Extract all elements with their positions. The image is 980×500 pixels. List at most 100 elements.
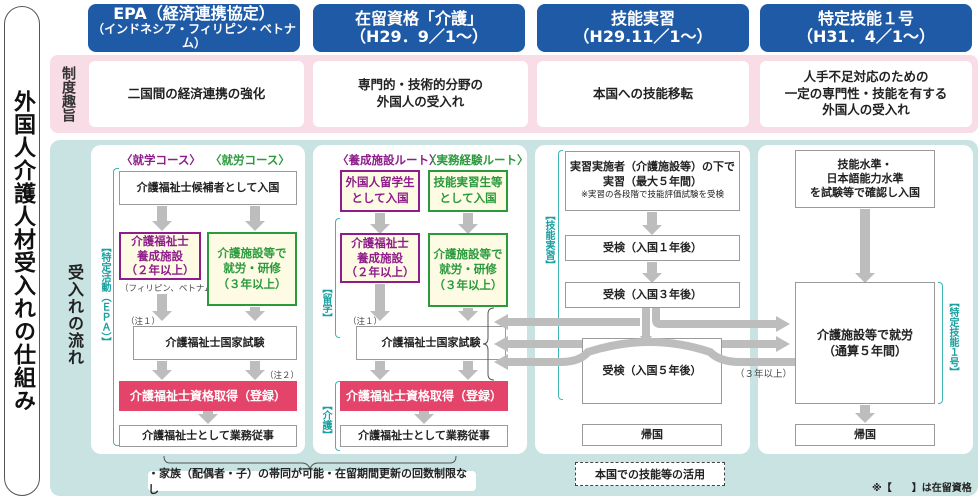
course-work-label: 〈就労コース〉 <box>210 153 290 167</box>
arrow-down-icon <box>152 294 172 321</box>
column-title: 技能実習 <box>610 8 675 28</box>
epa-qualify-box: 介護福祉士資格取得（登録） <box>119 381 297 411</box>
purpose-care: 専門的・技術的分野の 外国人の受入れ <box>313 61 528 127</box>
arrow-to-ssw-upper <box>652 308 778 328</box>
purpose-label-text: 制度趣旨 <box>60 66 76 122</box>
trainee-start-box: 実習実施者（介護施設等）の下で 実習（最大５年間） ※実習の各段階で技能評価試験… <box>565 151 740 211</box>
status-label-trainee: 【技能実習】 <box>541 210 556 273</box>
transfer-note: （３年以上） <box>735 369 793 380</box>
home-use-box: 本国での技能等の活用 <box>575 462 725 486</box>
column-title: EPA（経済連携協定） <box>113 4 275 23</box>
arrow-down-icon <box>245 361 265 380</box>
arrow-down-icon <box>370 213 390 234</box>
side-title: 外国人介護人材受入れの仕組み <box>4 6 40 496</box>
arrow-down-icon <box>642 212 662 235</box>
care-entry-trainee-box: 技能実習生等 として入国 <box>428 170 508 212</box>
arrow-down-icon <box>198 411 218 424</box>
epa-exam-box: 介護福祉士国家試験 <box>133 326 297 360</box>
column-subtitle: （インドネシア・フィリピン・ベトナム） <box>92 22 296 51</box>
status-label-study: 【留学】 <box>318 283 333 326</box>
arrowhead-left-icon <box>494 336 508 352</box>
arrow-down-icon <box>642 262 662 283</box>
status-bracket-study <box>335 218 340 338</box>
column-title: 在留資格「介護」 <box>354 8 483 28</box>
arrowhead-right-icon <box>776 336 790 352</box>
epa-school-box: 介護福祉士 養成施設 （２年以上） <box>119 232 201 280</box>
care-work-box: 介護施設等で 就労・研修 （３年以上） <box>428 233 508 307</box>
arrow-down-icon <box>370 284 390 321</box>
column-header-epa: EPA（経済連携協定） （インドネシア・フィリピン・ベトナム） <box>88 4 300 52</box>
trainee-start-line1: 実習実施者（介護施設等）の下で <box>570 160 735 174</box>
note-1: （注１） <box>348 317 383 327</box>
trainee-return-box: 帰国 <box>582 424 722 446</box>
arrowhead-left-icon <box>494 314 508 330</box>
trainee-exam3-box: 受検（入国３年後） <box>565 282 740 308</box>
purpose-label: 制度趣旨 <box>54 60 82 128</box>
ssw-return-box: 帰国 <box>795 424 935 446</box>
brace-icon <box>482 307 495 381</box>
purpose-trainee: 本国への技能移転 <box>537 61 749 127</box>
arrow-down-icon <box>152 206 172 231</box>
status-label-care: 【介護】 <box>318 400 333 443</box>
note-2: （注２） <box>265 371 300 381</box>
brace-icon <box>163 455 457 471</box>
arrow-down-icon <box>458 308 478 321</box>
ssw-entry-box: 技能水準・ 日本語能力水準 を試験等で確認し入国 <box>795 150 935 208</box>
epa-entry-box: 介護福祉士候補者として入国 <box>119 171 297 205</box>
column-header-care: 在留資格「介護」 （H29．9／1～） <box>313 4 525 52</box>
trainee-exam1-box: 受検（入国１年後） <box>565 235 740 261</box>
ssw-work-box: 介護施設等で就労 （通算５年間） <box>795 282 935 404</box>
care-entry-student-box: 外国人留学生 として入国 <box>340 170 420 212</box>
status-label-epa-text: 【特定活動（ＥＰＡ）】 <box>99 242 110 347</box>
trainee-start-line2: 実習（最大５年間） <box>603 175 702 189</box>
status-bracket-ssw <box>938 282 943 404</box>
column-header-trainee: 技能実習 （H29.11／1～） <box>537 4 749 52</box>
column-header-ssw: 特定技能１号 （H31．4／1～） <box>760 4 972 52</box>
arrowhead-left-icon <box>494 354 508 370</box>
care-exam-box: 介護福祉士国家試験 <box>356 326 506 360</box>
care-qualify-box: 介護福祉士資格取得（登録） <box>340 381 508 411</box>
arrow-down-icon <box>855 209 875 283</box>
purpose-ssw: 人手不足対応のための 一定の専門性・技能を有する 外国人の受入れ <box>760 61 972 127</box>
route-school-label: 〈養成施設ルート〉 <box>337 153 441 167</box>
note-1: （注１） <box>126 317 161 327</box>
trainee-start-note: ※実習の各段階で技能評価試験を受検 <box>580 190 725 201</box>
status-label-trainee-text: 【技能実習】 <box>543 210 554 270</box>
transfer-arrows <box>482 307 795 381</box>
status-bracket-trainee <box>558 150 563 400</box>
family-brace <box>163 455 457 471</box>
epa-work-box: 介護施設等で 就労・研修 （３年以上） <box>207 232 297 306</box>
family-note: ・家族（配偶者・子）の帯同が可能・在留期間更新の回数制限なし <box>148 467 476 496</box>
route-work-label: 〈実務経験ルート〉 <box>425 153 529 167</box>
arrowhead-right-icon <box>776 316 790 332</box>
arrow-down-icon <box>414 411 434 424</box>
epa-school-note: （フィリピン、ベトナム） <box>120 284 222 294</box>
arrow-down-icon <box>152 361 172 380</box>
flow-label: 受入れの流れ <box>60 250 88 380</box>
arrow-down-icon <box>245 206 265 231</box>
arrow-down-icon <box>458 361 478 380</box>
status-bracket-care <box>335 381 340 451</box>
arrow-down-icon <box>855 405 875 423</box>
footnote: ※【 】は在留資格 <box>872 483 972 494</box>
course-study-label: 〈就学コース〉 <box>121 153 201 167</box>
column-subtitle: （H29.11／1～） <box>573 27 713 46</box>
arrow-down-icon <box>458 213 478 234</box>
arrowhead-down-icon <box>640 336 652 346</box>
arrow-down-icon <box>370 361 390 380</box>
epa-job-box: 介護福祉士として業務従事 <box>119 425 297 447</box>
status-label-care-text: 【介護】 <box>320 400 331 440</box>
column-subtitle: （H29．9／1～） <box>350 27 488 46</box>
arrow-down-icon <box>245 307 265 321</box>
purpose-epa: 二国間の経済連携の強化 <box>89 61 304 127</box>
side-title-text: 外国人介護人材受入れの仕組み <box>10 90 35 412</box>
column-subtitle: （H31．4／1～） <box>797 27 935 46</box>
status-label-study-text: 【留学】 <box>320 283 331 323</box>
arrow-curve-through-exam5 <box>506 338 795 366</box>
status-label-epa: 【特定活動（ＥＰＡ）】 <box>97 242 112 350</box>
status-bracket-epa <box>113 168 119 446</box>
column-title: 特定技能１号 <box>817 8 914 28</box>
flow-label-text: 受入れの流れ <box>65 264 84 366</box>
care-school-box: 介護福祉士 養成施設 （２年以上） <box>340 233 420 283</box>
status-label-ssw-text: 【特定技能１号】 <box>947 297 958 377</box>
